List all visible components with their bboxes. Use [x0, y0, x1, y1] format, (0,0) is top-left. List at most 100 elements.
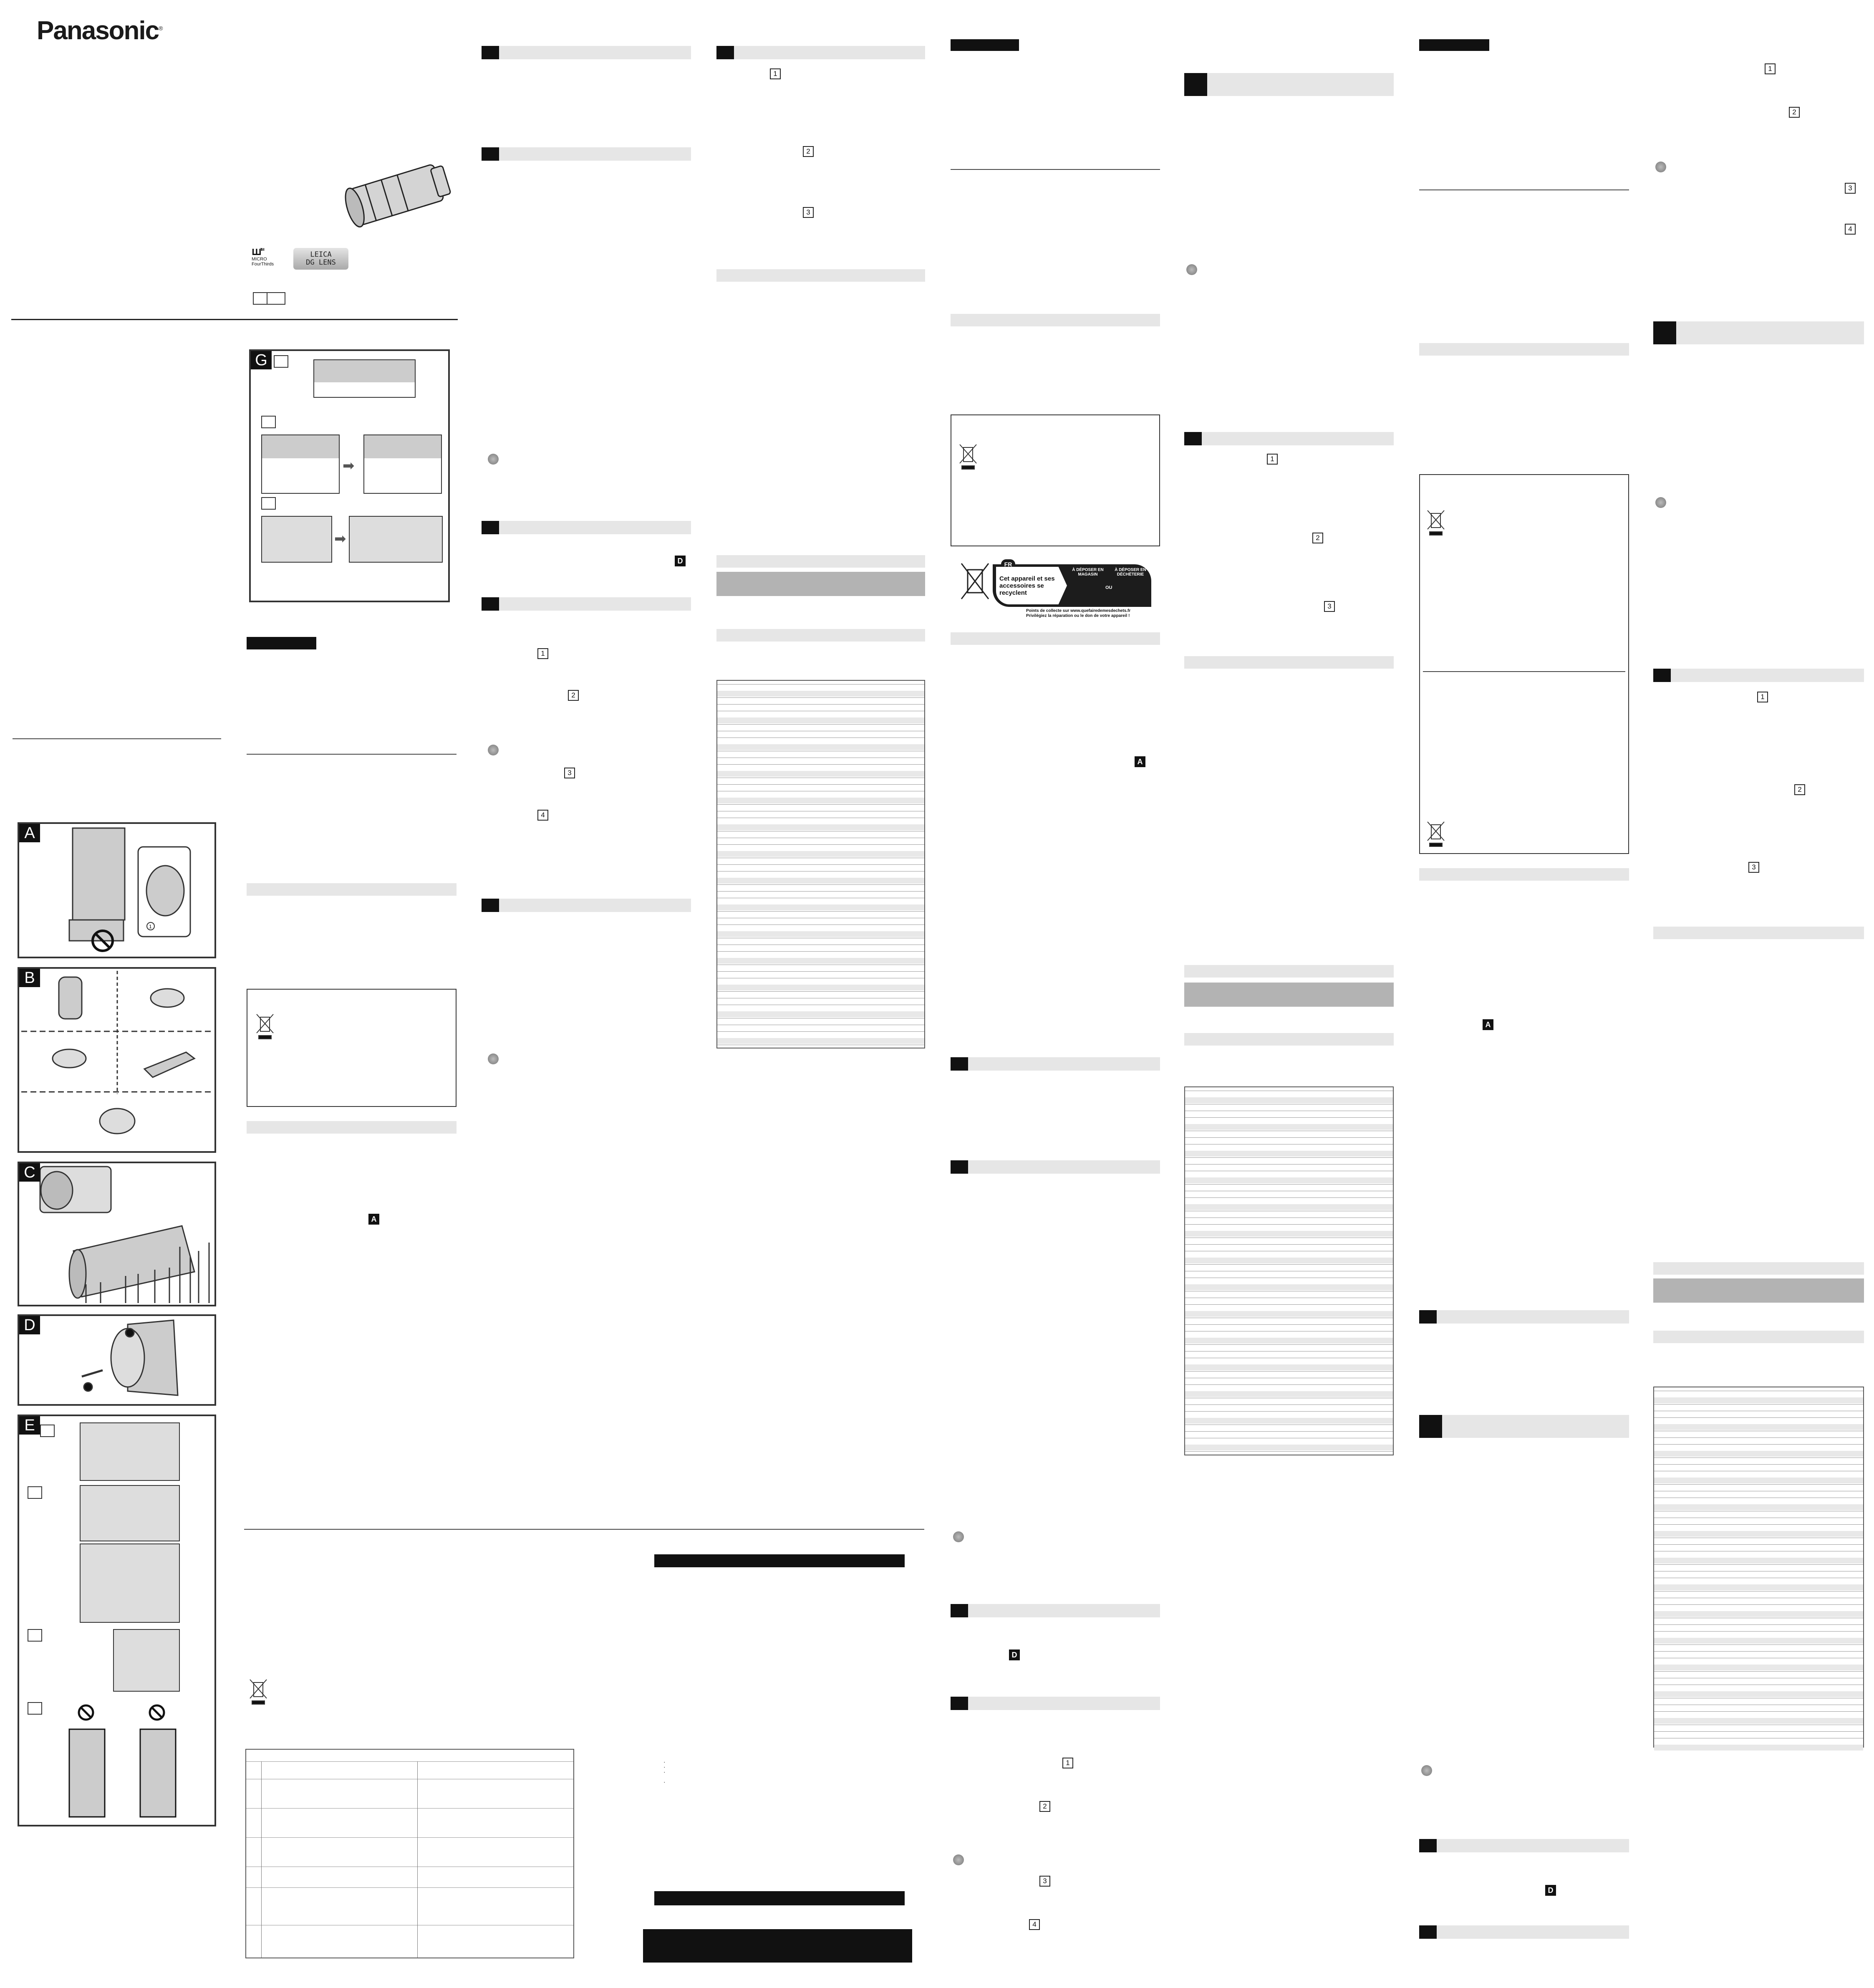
gray-band: [1653, 1262, 1864, 1275]
table-row: [1185, 1391, 1393, 1397]
table-row: [717, 691, 924, 697]
table-row: [246, 1887, 573, 1888]
table-row: [1185, 1284, 1393, 1290]
recycling-note: Points de collecte sur www.quefairedemes…: [1026, 609, 1130, 619]
note-icon: [488, 1053, 499, 1064]
table-row: [1654, 1464, 1863, 1465]
section-marker: [1184, 432, 1202, 445]
weee-crossed-bin-icon: [961, 563, 989, 599]
section-header: [1419, 1925, 1629, 1939]
brand-name: Panasonic: [37, 16, 159, 45]
table-row: [1654, 1564, 1863, 1565]
section-header: [1184, 73, 1394, 96]
section-marker: [1419, 1310, 1437, 1324]
table-row: [1185, 1264, 1393, 1265]
disposal-info-box: [247, 989, 457, 1107]
weee-crossed-bin-icon: [1425, 820, 1446, 849]
table-row: [1654, 1484, 1863, 1485]
divider: [13, 738, 221, 739]
table-row: [717, 911, 924, 912]
hood-step-image: [80, 1485, 180, 1541]
table-row: [1185, 1404, 1393, 1405]
black-heading-bar: [1419, 39, 1489, 51]
section-header: [1419, 1839, 1629, 1852]
section-header: [716, 46, 925, 59]
figure-a: A 1: [18, 822, 216, 958]
lens-hood: [99, 1108, 136, 1134]
disposal-info-box: [1419, 474, 1629, 854]
figure-b: B: [18, 967, 216, 1153]
section-marker: [951, 1057, 968, 1071]
table-row: [1654, 1638, 1863, 1644]
table-row: [717, 798, 924, 803]
step-number-box: 4: [1029, 1919, 1040, 1930]
table-row: [1185, 1157, 1393, 1158]
do-not-hold-illustration: [68, 1704, 177, 1818]
table-column-divider: [261, 1761, 262, 1958]
spec-table: [1184, 1086, 1394, 1455]
lens-cap: [150, 988, 185, 1008]
section-header: [1653, 321, 1864, 344]
gray-band: [716, 629, 925, 642]
contents-table: [245, 1749, 574, 1958]
panasonic-logo: Panasonic®: [37, 16, 163, 45]
tripod-mount-image: [313, 359, 416, 398]
table-row: [1185, 1224, 1393, 1225]
table-row: [1185, 1311, 1393, 1317]
figure-label: B: [19, 969, 40, 987]
note-icon: [488, 454, 499, 465]
section-header: [482, 899, 691, 912]
table-row: [717, 764, 924, 765]
figure-reference-marker: D: [675, 556, 686, 566]
table-row: [1654, 1437, 1863, 1438]
figure-label: D: [19, 1316, 40, 1334]
table-row: [717, 771, 924, 777]
section-marker: [482, 46, 499, 59]
divider: [1423, 671, 1625, 672]
section-marker: [1419, 1925, 1437, 1939]
table-row: [1185, 1451, 1393, 1452]
divider: [951, 169, 1160, 170]
hood-stored-image: [113, 1629, 180, 1692]
divider: [11, 319, 458, 320]
figure-e: E: [18, 1415, 216, 1826]
table-row: [1185, 1197, 1393, 1198]
section-marker: [482, 521, 499, 534]
table-title-band: [1653, 1278, 1864, 1303]
note-line-1: Points de collecte sur www.quefairedemes…: [1026, 609, 1131, 613]
attach-detach-illustration: [81, 1319, 179, 1396]
section-header: [1184, 432, 1394, 445]
table-row: [1654, 1644, 1863, 1645]
table-row: [1185, 1304, 1393, 1305]
section-header: [951, 1160, 1160, 1174]
mft-bottom: FourThirds: [252, 261, 274, 267]
gray-band: [951, 632, 1160, 645]
table-row: [1185, 1204, 1393, 1210]
tm-label: TM: [260, 248, 265, 252]
section-marker: [482, 899, 499, 912]
figure-reference-marker: D: [1009, 1650, 1020, 1660]
table-row: [717, 931, 924, 937]
step-number-box: 3: [803, 207, 814, 218]
note-icon: [488, 745, 499, 755]
table-row: [1654, 1665, 1863, 1670]
step-box: [274, 355, 288, 368]
section-marker: [1419, 1839, 1437, 1852]
section-header: [951, 1057, 1160, 1071]
micro-four-thirds-logo: ꟺTM MICRO FourThirds: [252, 244, 281, 269]
section-marker: [482, 147, 499, 161]
lens-illustration: [345, 164, 451, 227]
table-row: [717, 1031, 924, 1032]
leica-line1: LEICA: [310, 250, 332, 259]
table-title-band: [1184, 983, 1394, 1007]
table-row: [1185, 1231, 1393, 1237]
table-row: [1185, 1124, 1393, 1130]
table-row: [1185, 1177, 1393, 1183]
table-row: [1654, 1424, 1863, 1430]
black-heading-bar: [247, 637, 316, 649]
note-icon: [1655, 497, 1666, 508]
figure-reference-marker: A: [1135, 756, 1145, 767]
section-header: [1419, 1415, 1629, 1438]
step-number-box: 3: [1748, 862, 1759, 873]
dump-option: À DÉPOSER EN DÉCHÈTERIE: [1115, 568, 1146, 577]
